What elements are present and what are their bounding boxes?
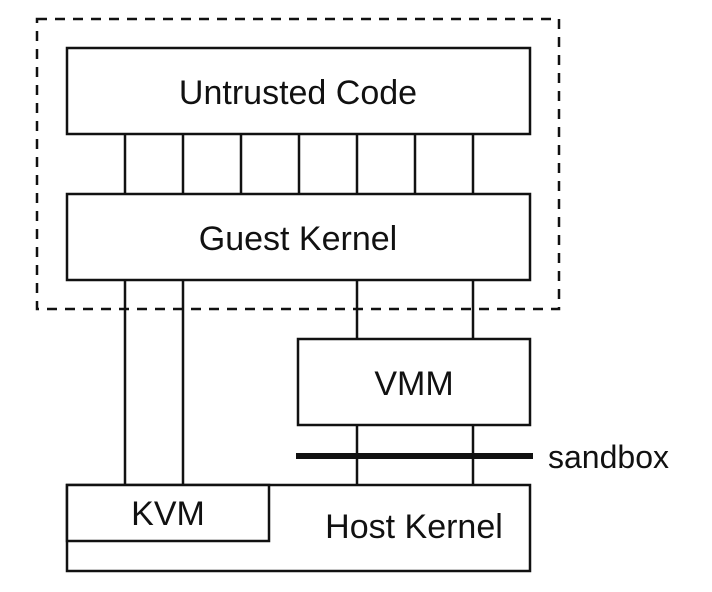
vmm-label: VMM (374, 365, 453, 403)
guest-kernel-box: Guest Kernel (65, 192, 532, 282)
guest-boundary-dashed (35, 17, 561, 311)
kvm-lines (123, 280, 185, 485)
kvm-label: KVM (131, 495, 205, 533)
untrusted-code-box: Untrusted Code (65, 46, 532, 136)
syscall-lines (123, 134, 475, 194)
sandbox-label: sandbox (548, 439, 669, 475)
vmm-lines (355, 280, 475, 339)
untrusted-code-label: Untrusted Code (179, 74, 417, 112)
kvm-box: KVM (65, 483, 271, 543)
vmm-box: VMM (296, 337, 532, 427)
host-kernel-label: Host Kernel (325, 508, 503, 546)
guest-kernel-label: Guest Kernel (199, 220, 397, 258)
